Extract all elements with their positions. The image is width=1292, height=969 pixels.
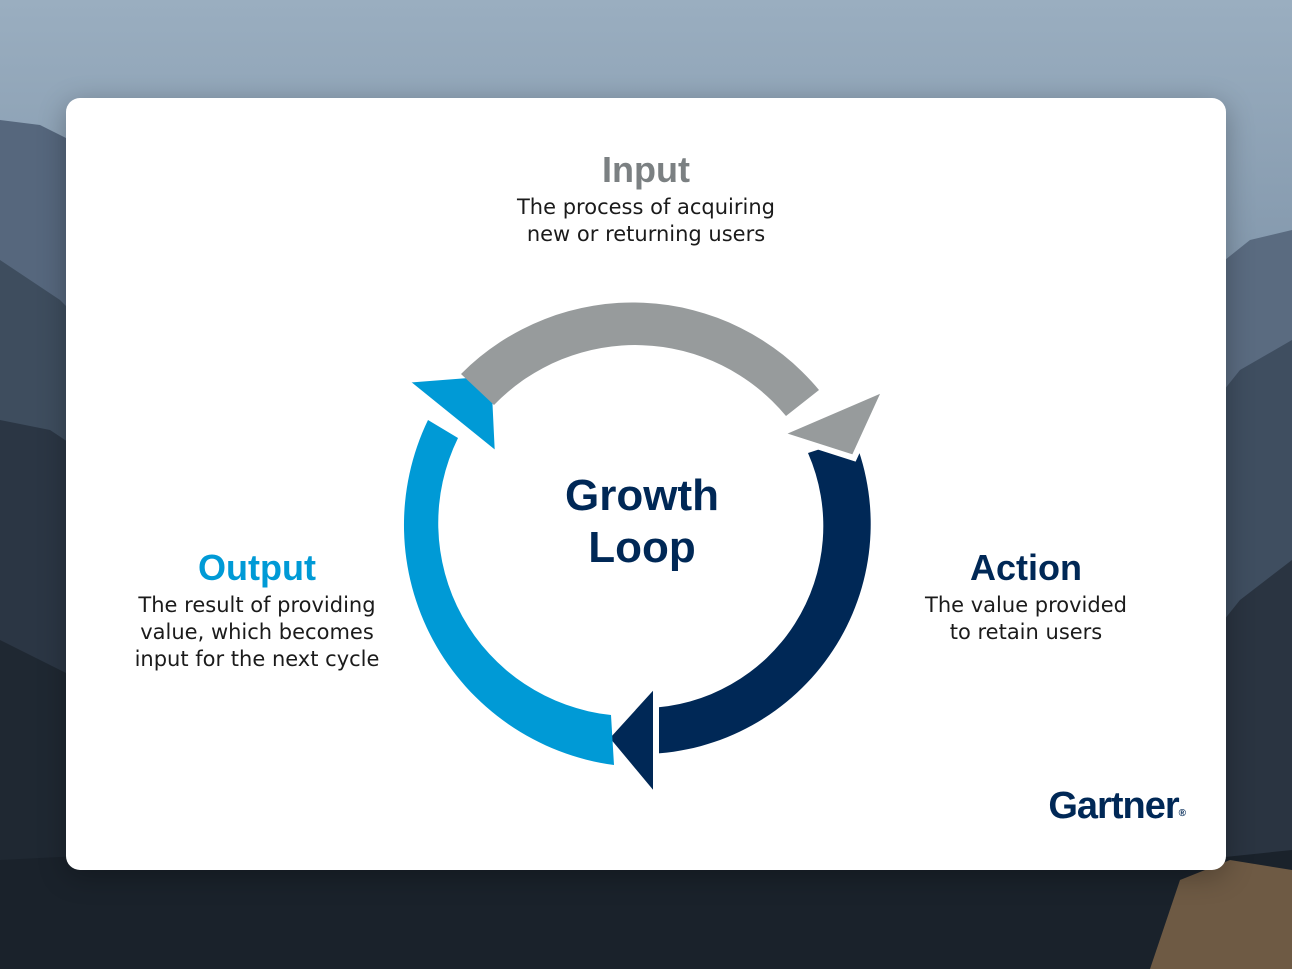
output-arrow (396, 369, 614, 765)
action-arrow (602, 438, 871, 807)
action-stage-title: Action (970, 547, 1082, 588)
diagram-card: Input The process of acquiring new or re… (66, 98, 1226, 870)
input-arrow (461, 302, 892, 462)
input-stage-description: The process of acquiring new or returnin… (516, 195, 776, 246)
gartner-logo: Gartner® (1026, 784, 1186, 836)
registered-mark: ® (1178, 808, 1186, 819)
input-stage: Input The process of acquiring new or re… (446, 150, 846, 248)
logo-text: Gartner (1048, 785, 1179, 827)
output-stage-description: The result of providing value, which bec… (134, 593, 380, 671)
growth-loop-diagram (396, 302, 892, 807)
output-stage: Output The result of providing value, wh… (106, 548, 408, 673)
action-stage-description: The value provided to retain users (925, 593, 1127, 644)
input-stage-title: Input (602, 149, 690, 190)
center-title: Growth Loop (565, 471, 719, 572)
output-stage-title: Output (198, 547, 316, 588)
action-stage: Action The value provided to retain user… (886, 548, 1166, 646)
